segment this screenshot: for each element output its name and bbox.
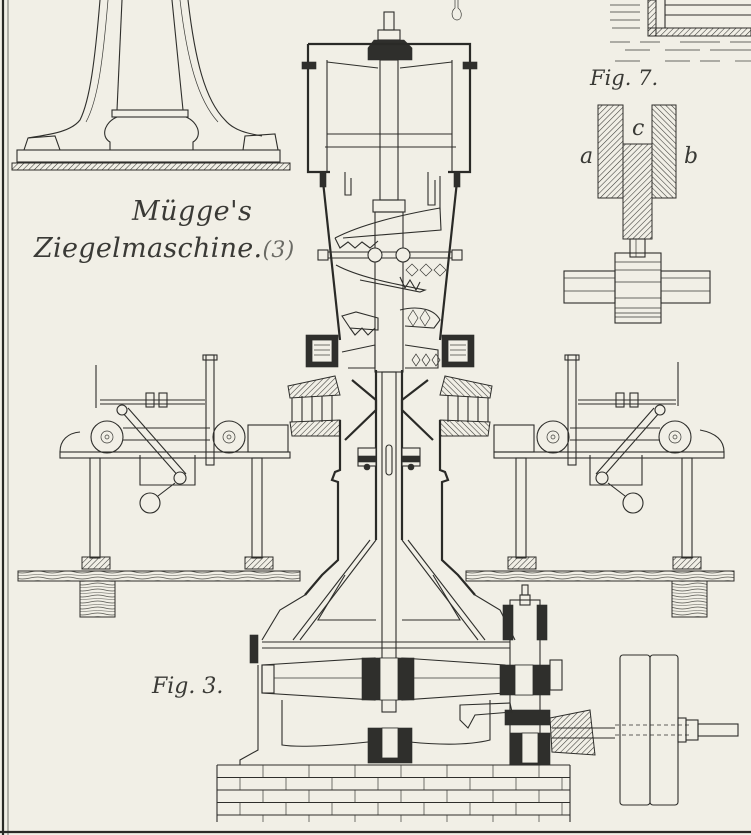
part-label-a: a — [580, 144, 594, 169]
part-label-c: c — [632, 116, 645, 141]
plate-title: Mügge's — [132, 196, 253, 227]
brick-foundation — [216, 764, 571, 822]
cutting-table-right — [493, 354, 725, 559]
tank-drawing — [451, 0, 751, 62]
pulley — [615, 654, 739, 806]
fig7-die-detail — [563, 104, 711, 324]
plate-subtitle: Ziegelmaschine.(3) — [34, 235, 295, 262]
figure-label-fig3: Fig. 3. — [152, 674, 224, 699]
plate-number: (3) — [262, 238, 295, 263]
main-cylinder — [287, 11, 493, 437]
plate-subtitle-text: Ziegelmaschine. — [34, 233, 263, 264]
floor-right — [465, 556, 735, 618]
part-label-b: b — [684, 144, 699, 169]
floor-left — [17, 556, 301, 618]
figure-label-fig7: Fig. 7. — [590, 66, 659, 90]
pedestal-drawing — [11, 0, 291, 171]
cutting-table-left — [59, 354, 291, 559]
main-body — [239, 370, 615, 766]
